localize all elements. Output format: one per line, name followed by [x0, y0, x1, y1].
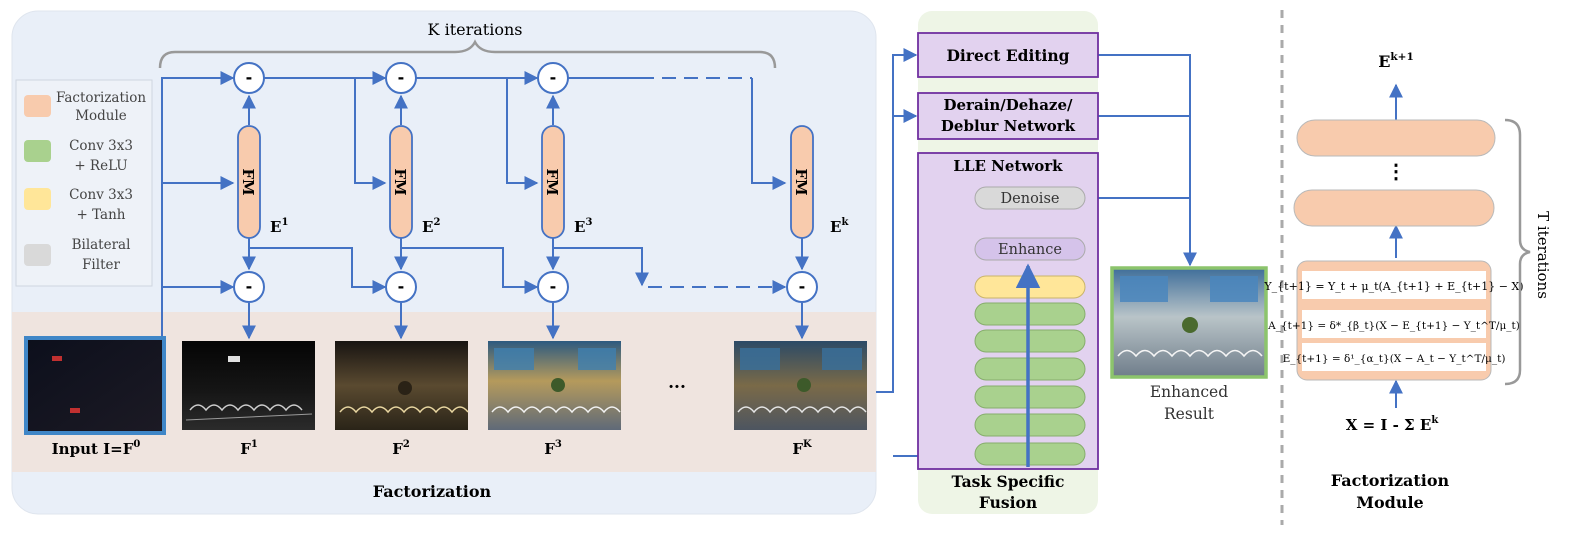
f-label-1: F1 [240, 439, 258, 458]
legend-fm-l2: Module [75, 108, 127, 124]
image-fk [734, 341, 867, 430]
k-iterations-label: K iterations [428, 20, 523, 39]
minus-node-bot-3 [537, 271, 569, 303]
derain-box [917, 92, 1099, 140]
image-input [24, 336, 166, 435]
f-label-k: FK [792, 439, 812, 458]
image-f3 [488, 341, 621, 430]
legend-relu-l1: Conv 3x3 [69, 138, 133, 154]
minus-sign: - [550, 277, 557, 296]
k-iterations-brace [158, 39, 777, 69]
legend: Factorization Module Conv 3x3 + ReLU Con… [15, 79, 153, 287]
legend-swatch-fm [24, 95, 51, 117]
t-iterations-brace [1504, 118, 1531, 386]
input-label: Input I=F0 [52, 439, 141, 458]
fm-label: FM [391, 168, 409, 195]
legend-fm-l1: Factorization [56, 90, 146, 106]
equation-y: Y_{t+1} = Y_t + μ_t(A_{t+1} + E_{t+1} − … [1263, 280, 1523, 293]
enhanced-caption-l2: Result [1164, 405, 1215, 423]
minus-sign: - [246, 68, 253, 87]
input-x-label: X = I - Σ Ek [1346, 415, 1440, 434]
derain-label-l2: Deblur Network [941, 117, 1076, 135]
e-label-k: Ek [830, 217, 849, 236]
f-labels: Input I=F0 F1 F2 F3 FK [52, 439, 812, 458]
fusion-caption-l2: Fusion [979, 493, 1037, 512]
minus-sign: - [246, 277, 253, 296]
image-f1 [182, 341, 315, 430]
conv-tanh-layer [974, 275, 1086, 299]
conv-relu-layer [974, 385, 1086, 409]
conv-relu-layer [974, 413, 1086, 437]
legend-tanh-l1: Conv 3x3 [69, 187, 133, 203]
conv-relu-layer [974, 329, 1086, 353]
e-label-2: E2 [422, 217, 440, 236]
fm-block-3 [541, 125, 565, 239]
module-caption-l2: Module [1356, 493, 1423, 512]
enhance-block [974, 237, 1086, 261]
enhanced-result-image [1110, 266, 1268, 379]
ellipsis: ... [668, 373, 686, 393]
fm-label: FM [543, 168, 561, 195]
derain-label-l1: Derain/Dehaze/ [944, 96, 1073, 114]
conv-relu-layer [974, 442, 1086, 466]
conv-relu-layer [974, 357, 1086, 381]
legend-swatch-relu [24, 140, 51, 162]
e-k-plus-1-label: Ek+1 [1378, 51, 1414, 71]
fusion-caption-l1: Task Specific [952, 472, 1065, 491]
minus-node-top-3 [537, 62, 569, 94]
fm-block-1 [237, 125, 261, 239]
fm-blocks: FM FM FM FM [237, 125, 814, 239]
enhanced-caption-l1: Enhanced [1150, 383, 1228, 401]
f-label-3: F3 [544, 439, 562, 458]
factorization-caption: Factorization [373, 482, 492, 501]
fm-block-k [790, 125, 814, 239]
e-label-1: E1 [270, 217, 288, 236]
equation-e: E_{t+1} = δ¹_{α_t}(X − A_t − Y_t^T/μ_t) [1283, 353, 1506, 365]
legend-swatch-tanh [24, 188, 51, 210]
enhance-label: Enhance [998, 242, 1062, 258]
fm-label: FM [792, 168, 810, 195]
fm-stage-mid [1293, 189, 1495, 227]
minus-node-bot-k [786, 271, 818, 303]
module-caption-l1: Factorization [1331, 471, 1450, 490]
equation-a: A_{t+1} = δ*_{β_t}(X − E_{t+1} − Y_t^T/μ… [1267, 320, 1520, 332]
e-label-3: E3 [574, 217, 592, 236]
subtraction-nodes: - - - - - - - [233, 62, 818, 303]
fm-block-2 [389, 125, 413, 239]
t-iterations-label: T iterations [1534, 211, 1552, 299]
minus-node-top-1 [233, 62, 265, 94]
f-label-2: F2 [392, 439, 410, 458]
minus-node-bot-1 [233, 271, 265, 303]
minus-sign: - [550, 68, 557, 87]
minus-node-bot-2 [385, 271, 417, 303]
lle-network-label: LLE Network [953, 157, 1063, 175]
e-labels: E1 E2 E3 Ek [270, 217, 849, 236]
legend-bilateral-l1: Bilateral [72, 237, 131, 253]
conv-layers [974, 275, 1086, 466]
denoise-label: Denoise [1001, 191, 1060, 207]
fm-stage-top [1296, 119, 1496, 157]
conv-relu-layer [974, 302, 1086, 326]
fm-label: FM [239, 168, 257, 195]
legend-bilateral-l2: Filter [82, 257, 120, 273]
minus-sign: - [398, 277, 405, 296]
minus-sign: - [398, 68, 405, 87]
legend-tanh-l2: + Tanh [77, 207, 126, 223]
minus-sign: - [799, 277, 806, 296]
denoise-block [974, 186, 1086, 210]
minus-node-top-2 [385, 62, 417, 94]
legend-swatch-bilateral [24, 244, 51, 266]
image-f2 [335, 341, 469, 430]
direct-editing-label: Direct Editing [946, 46, 1069, 65]
direct-editing-box [917, 32, 1099, 78]
vdots: ⋮ [1386, 159, 1406, 183]
legend-relu-l2: + ReLU [74, 158, 127, 174]
